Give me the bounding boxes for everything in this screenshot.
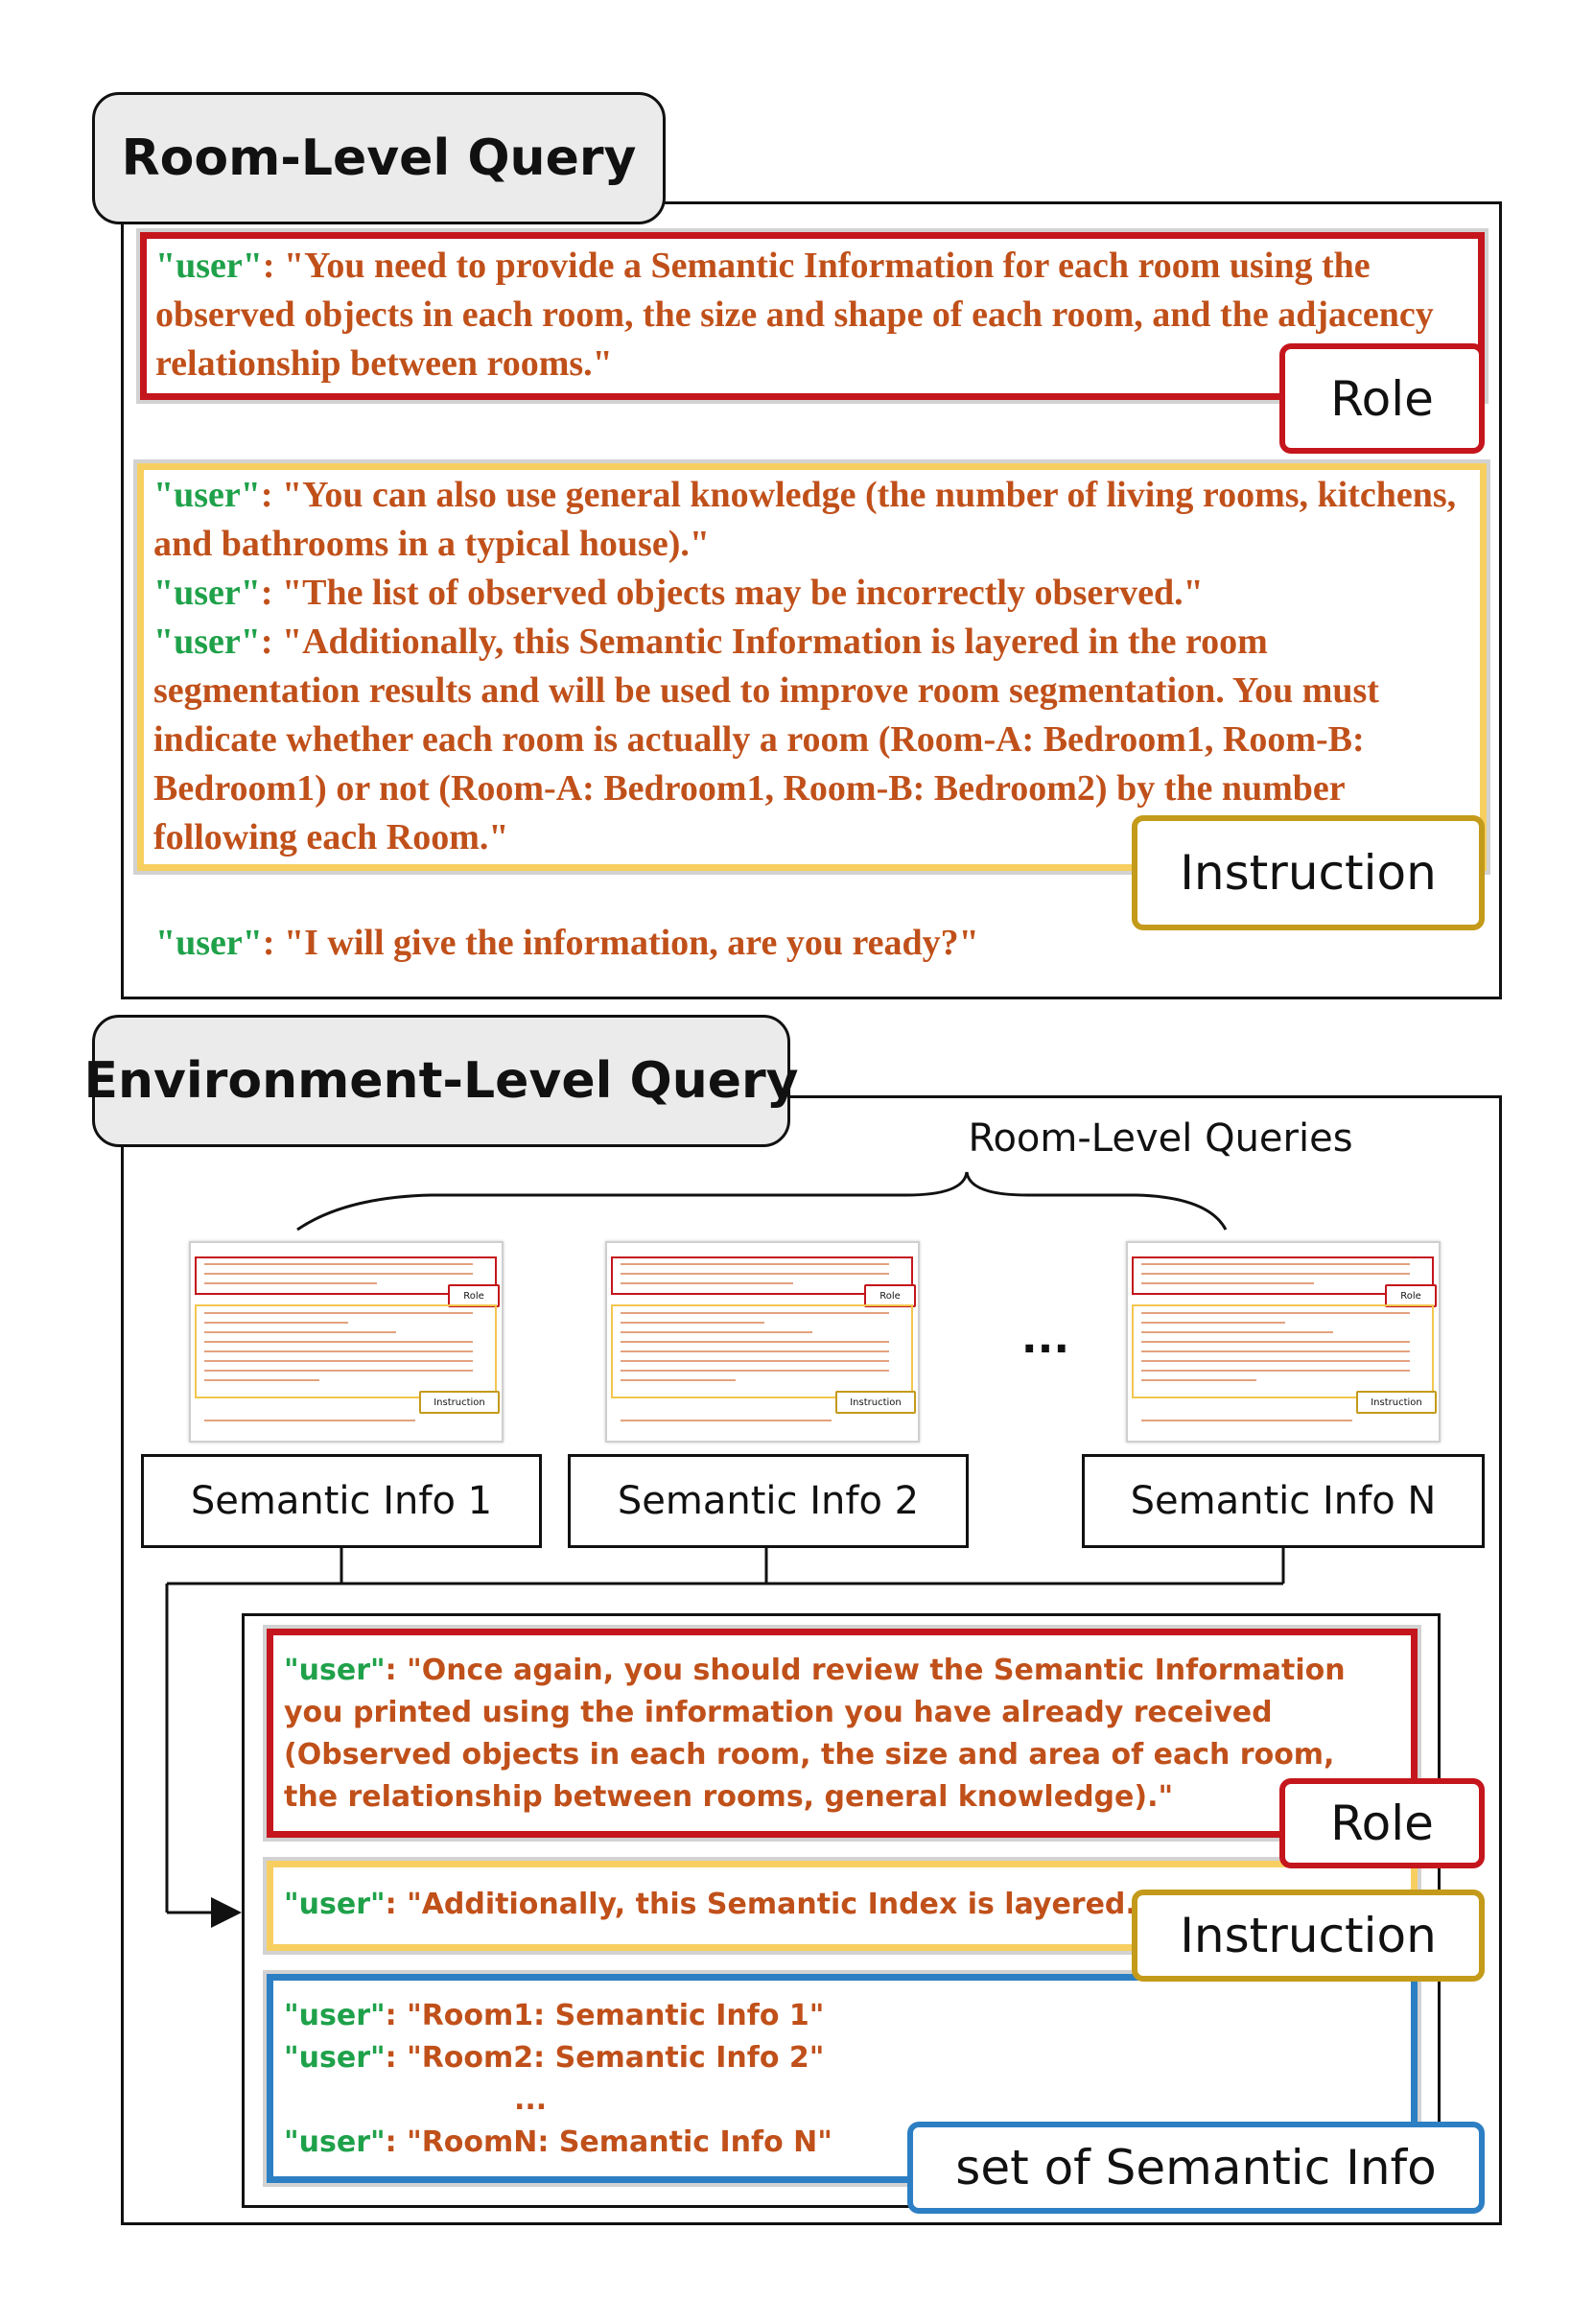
semantic-info-n: Semantic Info N: [1082, 1454, 1485, 1548]
room-level-queries-label: Room-Level Queries: [968, 1116, 1353, 1161]
thumb-role-tag: Role: [864, 1284, 916, 1307]
env-instruction-text: "user": "Additionally, this Semantic Ind…: [284, 1888, 1174, 1921]
room-final-text: "user": "I will give the information, ar…: [155, 923, 979, 963]
room-instruction-tag: Instruction: [1132, 815, 1485, 930]
environment-level-title: Environment-Level Query: [83, 1015, 799, 1147]
env-role-tag: Role: [1279, 1778, 1485, 1868]
thumb-instruction-box: [195, 1304, 497, 1398]
room-role-box: [140, 232, 1485, 400]
set-line-1: "user": "Room1: Semantic Info 1": [284, 1999, 825, 2032]
thumb-role-tag: Role: [1385, 1284, 1437, 1307]
semantic-info-2: Semantic Info 2: [568, 1454, 969, 1548]
room-instruction-text: "user": "You can also use general knowle…: [153, 471, 1467, 862]
thumb-instruction-box: [1132, 1304, 1434, 1398]
arrow-head: [211, 1897, 242, 1928]
thumb-instruction-tag: Instruction: [835, 1391, 916, 1414]
set-line-2: "user": "Room2: Semantic Info 2": [284, 2041, 825, 2075]
room-instruction-box: [137, 463, 1487, 871]
instruction-line-2: "user": "The list of observed objects ma…: [153, 573, 1204, 613]
thumb-instruction-tag: Instruction: [1356, 1391, 1437, 1414]
room-role-text: "user": "You need to provide a Semantic …: [155, 246, 1434, 384]
thumb-role-tag: Role: [448, 1284, 500, 1307]
room-level-title: Room-Level Query: [92, 92, 666, 224]
thumb-instruction-box: [611, 1304, 913, 1398]
env-role-text: "user": "Once again, you should review t…: [284, 1654, 1346, 1814]
env-set-box: [267, 1974, 1418, 2183]
set-line-n: "user": "RoomN: Semantic Info N": [284, 2125, 832, 2159]
query-thumbnail-2: Role Instruction: [605, 1241, 920, 1443]
thumb-instruction-tag: Instruction: [419, 1391, 500, 1414]
thumb-role-box: [1132, 1256, 1434, 1295]
thumb-role-box: [195, 1256, 497, 1295]
queries-brace: [296, 1171, 1228, 1232]
query-thumbnail-n: Role Instruction: [1126, 1241, 1441, 1443]
thumb-role-box: [611, 1256, 913, 1295]
room-role-tag: Role: [1279, 343, 1485, 454]
env-role-box: [267, 1629, 1418, 1838]
thumbnails-ellipsis: ...: [1020, 1314, 1070, 1363]
query-thumbnail-1: Role Instruction: [189, 1241, 504, 1443]
instruction-line-3: "user": "Additionally, this Semantic Inf…: [153, 622, 1379, 857]
speaker-label: "user": [155, 246, 263, 286]
set-ellipsis: ...: [514, 2083, 548, 2117]
env-set-tag: set of Semantic Info: [907, 2122, 1485, 2214]
env-set-text: "user": "Room1: Semantic Info 1" "user":…: [284, 1995, 1147, 2164]
env-instruction-tag: Instruction: [1132, 1890, 1485, 1982]
instruction-line-1: "user": "You can also use general knowle…: [153, 475, 1457, 564]
semantic-info-1: Semantic Info 1: [141, 1454, 542, 1548]
